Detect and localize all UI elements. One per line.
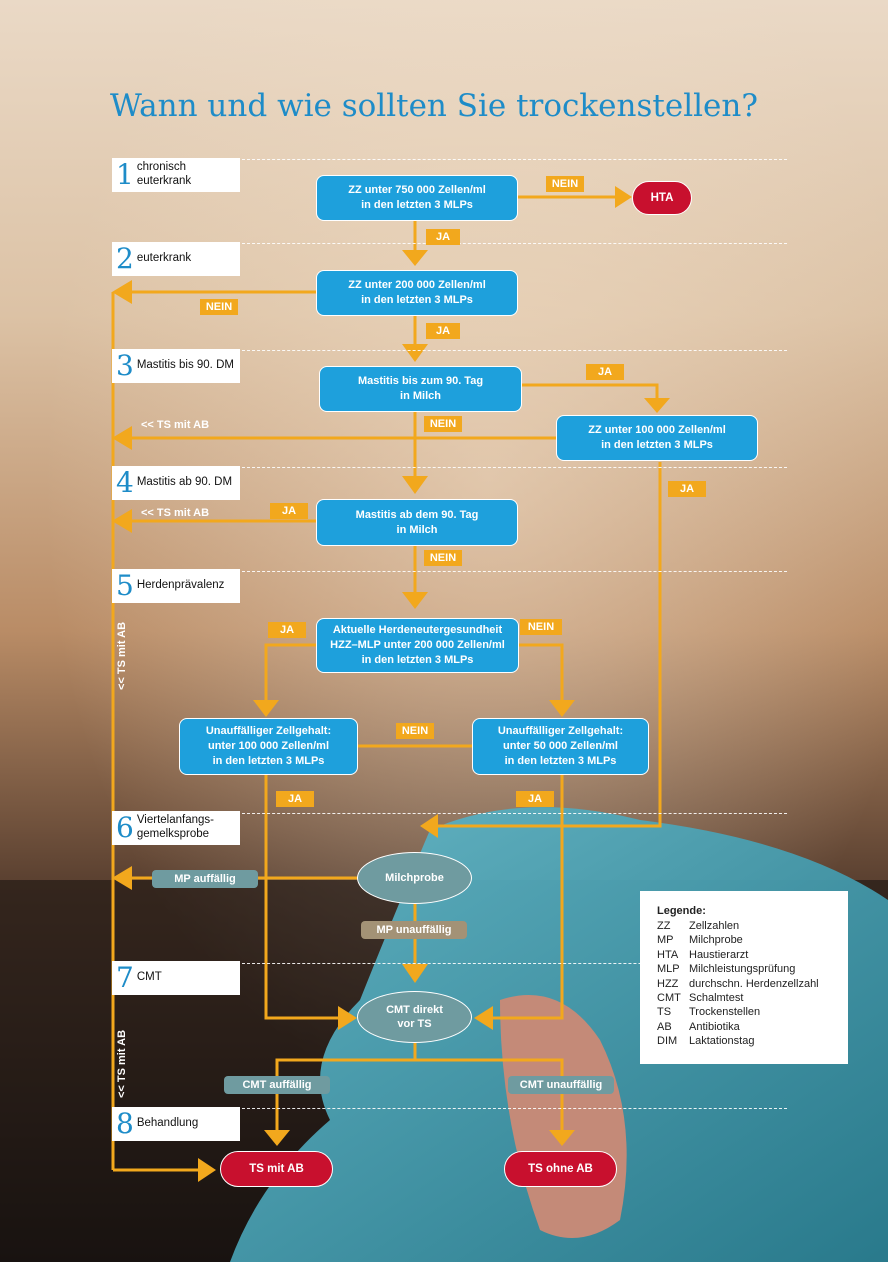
label-ja: JA xyxy=(268,622,306,638)
vertical-note-ts-mit-ab: << TS mit AB xyxy=(116,621,128,690)
separator xyxy=(242,243,787,244)
separator xyxy=(242,813,787,814)
terminal-hta: HTA xyxy=(632,181,692,215)
step-5-label: 5 Herdenprävalenz xyxy=(112,569,240,603)
separator xyxy=(242,159,787,160)
node-milchprobe: Milchprobe xyxy=(357,852,472,904)
label-ja: JA xyxy=(668,481,706,497)
page-title: Wann und wie sollten Sie trockenstellen? xyxy=(110,88,758,124)
label-nein: NEIN xyxy=(546,176,584,192)
label-ja: JA xyxy=(516,791,554,807)
tag-mp-unauffaellig: MP unauffällig xyxy=(361,921,467,939)
step-3-label: 3 Mastitis bis 90. DM xyxy=(112,349,240,383)
separator xyxy=(242,963,787,964)
label-ja: JA xyxy=(276,791,314,807)
separator xyxy=(242,1108,787,1109)
step-6-label: 6 Viertelanfangs-gemelksprobe xyxy=(112,811,240,845)
label-nein: NEIN xyxy=(200,299,238,315)
separator xyxy=(242,350,787,351)
step-4-label: 4 Mastitis ab 90. DM xyxy=(112,466,240,500)
tag-cmt-unauffaellig: CMT unauffällig xyxy=(508,1076,614,1094)
note-ts-mit-ab: << TS mit AB xyxy=(141,507,210,519)
legend-title: Legende: xyxy=(657,905,706,917)
separator xyxy=(242,571,787,572)
label-ja: JA xyxy=(426,229,460,245)
note-ts-mit-ab: << TS mit AB xyxy=(141,419,210,431)
step-7-label: 7 CMT xyxy=(112,961,240,995)
tag-mp-auffaellig: MP auffällig xyxy=(152,870,258,888)
label-ja: JA xyxy=(586,364,624,380)
separator xyxy=(242,467,787,468)
tag-cmt-auffaellig: CMT auffällig xyxy=(224,1076,330,1094)
terminal-ts-ohne-ab: TS ohne AB xyxy=(504,1151,617,1187)
step-8-label: 8 Behandlung xyxy=(112,1107,240,1141)
decision-unauffaellig-100000: Unauffälliger Zellgehalt:unter 100 000 Z… xyxy=(179,718,358,775)
label-nein: NEIN xyxy=(396,723,434,739)
step-2-label: 2 euterkrank xyxy=(112,242,240,276)
label-ja: JA xyxy=(426,323,460,339)
label-ja: JA xyxy=(270,503,308,519)
vertical-note-ts-mit-ab: << TS mit AB xyxy=(116,1029,128,1098)
terminal-ts-mit-ab: TS mit AB xyxy=(220,1151,333,1187)
decision-unauffaellig-50000: Unauffälliger Zellgehalt:unter 50 000 Ze… xyxy=(472,718,649,775)
label-nein: NEIN xyxy=(520,619,562,635)
label-nein: NEIN xyxy=(424,416,462,432)
label-nein: NEIN xyxy=(424,550,462,566)
